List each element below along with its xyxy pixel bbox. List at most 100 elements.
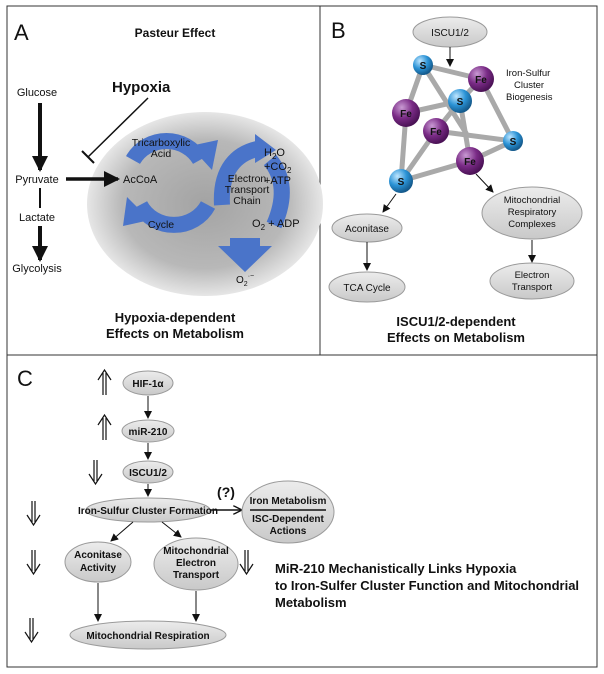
hif-label: HIF-1α bbox=[132, 379, 164, 390]
figure-border bbox=[6, 5, 598, 668]
co2-prefix: +CO bbox=[264, 161, 287, 173]
iron-label: Fe bbox=[475, 75, 487, 86]
panel-b: B ISCU1/2 Iron-Sulfur Cluster Biogenesis bbox=[328, 16, 583, 345]
panel-b-caption-2: Effects on Metabolism bbox=[387, 330, 525, 345]
glycolysis-label: Glycolysis bbox=[12, 263, 62, 275]
aconitase-label: Aconitase bbox=[345, 224, 389, 235]
cluster-to-mito-arrow bbox=[475, 173, 494, 193]
etc-label-3: Chain bbox=[233, 195, 261, 207]
tca-arrow-top bbox=[126, 133, 207, 165]
panel-a-caption-2: Effects on Metabolism bbox=[106, 326, 244, 341]
o2-rest: + ADP bbox=[265, 218, 300, 230]
etc-arrow-right bbox=[263, 154, 290, 229]
respiration-node bbox=[69, 620, 227, 650]
etc-arrow-left-head bbox=[255, 134, 276, 163]
down-arrow-iscu bbox=[88, 460, 103, 486]
isc-to-electron-arrow bbox=[161, 521, 182, 538]
panel-a: A Pasteur Effect Glucose Pyruvate Lactat… bbox=[12, 20, 323, 341]
summary-line-1: MiR-210 Mechanistically Links Hypoxia bbox=[275, 561, 517, 576]
sulfur-atom bbox=[448, 89, 472, 113]
iron-atom bbox=[456, 147, 484, 175]
tca-arrow-top-head bbox=[190, 140, 218, 170]
mito-electron-label-2: Electron bbox=[176, 558, 216, 569]
h2o-h: H bbox=[264, 147, 272, 159]
cycle-label: Cycle bbox=[148, 219, 174, 231]
electron-transport-node bbox=[489, 262, 575, 300]
isc-formation-label: Iron-Sulfur Cluster Formation bbox=[78, 506, 218, 517]
sulfur-atom bbox=[413, 55, 433, 75]
mir-node bbox=[121, 419, 175, 443]
mir-label: miR-210 bbox=[129, 427, 168, 438]
sulfur-label: S bbox=[398, 177, 405, 188]
h2o-label: H2O bbox=[264, 147, 285, 161]
panel-b-caption-1: ISCU1/2-dependent bbox=[396, 314, 516, 329]
o2-o: O bbox=[252, 218, 261, 230]
superoxide-arrow bbox=[218, 238, 272, 272]
o2-adp-label: O2 + ADP bbox=[252, 218, 300, 232]
panel-a-letter: A bbox=[14, 20, 29, 45]
superoxide-superscript: ·− bbox=[248, 273, 254, 280]
summary-line-2: to Iron-Sulfer Cluster Function and Mito… bbox=[275, 578, 579, 593]
lactate-label: Lactate bbox=[19, 212, 55, 224]
iscu-label-c: ISCU1/2 bbox=[129, 468, 167, 479]
tca-cycle-node bbox=[328, 271, 406, 303]
iron-metabolism-node bbox=[241, 480, 335, 544]
tca-arrow-bottom bbox=[132, 200, 216, 233]
pyruvate-label: Pyruvate bbox=[15, 174, 58, 186]
respiration-label: Mitochondrial Respiration bbox=[86, 631, 209, 642]
iron-label: Fe bbox=[430, 127, 442, 138]
up-arrow-hif bbox=[97, 368, 112, 395]
summary-line-3: Metabolism bbox=[275, 595, 347, 610]
aconitase-activity-label-1: Aconitase bbox=[74, 550, 122, 561]
co2-label: +CO2 bbox=[264, 161, 292, 175]
hif-node bbox=[122, 370, 174, 396]
mito-electron-label-3: Transport bbox=[173, 570, 220, 581]
biogenesis-label-3: Biogenesis bbox=[506, 92, 553, 103]
etc-label-2: Transport bbox=[225, 184, 270, 196]
tca-cycle-label: TCA Cycle bbox=[343, 283, 391, 294]
tca-label-1: Tricarboxylic bbox=[132, 137, 191, 149]
tca-label-2: Acid bbox=[151, 148, 172, 160]
h2o-subscript: 2 bbox=[272, 152, 277, 161]
down-arrow-respiration bbox=[24, 618, 39, 644]
iron-atom bbox=[468, 66, 494, 92]
h2o-o: O bbox=[276, 147, 285, 159]
down-arrow-isc-formation bbox=[26, 501, 41, 527]
electron-transport-label-2: Transport bbox=[512, 282, 553, 293]
panel-a-caption-1: Hypoxia-dependent bbox=[115, 310, 236, 325]
mito-complexes-label-1: Mitochondrial bbox=[504, 195, 561, 206]
etc-arrow-left bbox=[213, 140, 264, 206]
isc-to-aconitase-arrow bbox=[110, 521, 134, 542]
iscu-label: ISCU1/2 bbox=[431, 28, 469, 39]
sulfur-atom bbox=[503, 131, 523, 151]
iron-metabolism-label: Iron Metabolism bbox=[250, 496, 327, 507]
etc-label-1: Electron bbox=[228, 173, 267, 185]
sulfur-label: S bbox=[457, 97, 464, 108]
sulfur-label: S bbox=[420, 61, 427, 72]
down-arrow-electron-transport bbox=[239, 550, 254, 576]
superoxide-o: O bbox=[236, 275, 244, 286]
panel-c: C HIF-1α bbox=[17, 366, 579, 650]
acoa-label: AcCoA bbox=[123, 174, 158, 186]
aconitase-activity-node bbox=[64, 541, 132, 583]
iscu-node-c bbox=[122, 460, 174, 484]
superoxide-label: O2·− bbox=[236, 273, 254, 288]
co2-subscript: 2 bbox=[287, 166, 292, 175]
mito-electron-node bbox=[153, 537, 239, 591]
mito-complexes-label-2: Respiratory bbox=[508, 207, 557, 218]
mito-electron-label-1: Mitochondrial bbox=[163, 546, 229, 557]
iron-label: Fe bbox=[464, 157, 476, 168]
iron-label: Fe bbox=[400, 109, 412, 120]
biogenesis-label-2: Cluster bbox=[514, 80, 544, 91]
aconitase-activity-label-2: Activity bbox=[80, 563, 117, 574]
cluster-to-aconitase-arrow bbox=[382, 193, 397, 213]
glucose-label: Glucose bbox=[17, 87, 57, 99]
biogenesis-label-1: Iron-Sulfur bbox=[506, 68, 550, 79]
mito-complexes-label-3: Complexes bbox=[508, 219, 556, 230]
superoxide-subscript: 2 bbox=[244, 281, 248, 288]
iron-atom bbox=[423, 118, 449, 144]
electron-transport-label-1: Electron bbox=[515, 270, 550, 281]
iron-atom bbox=[392, 99, 420, 127]
hypoxia-inhibition-line bbox=[87, 97, 149, 158]
